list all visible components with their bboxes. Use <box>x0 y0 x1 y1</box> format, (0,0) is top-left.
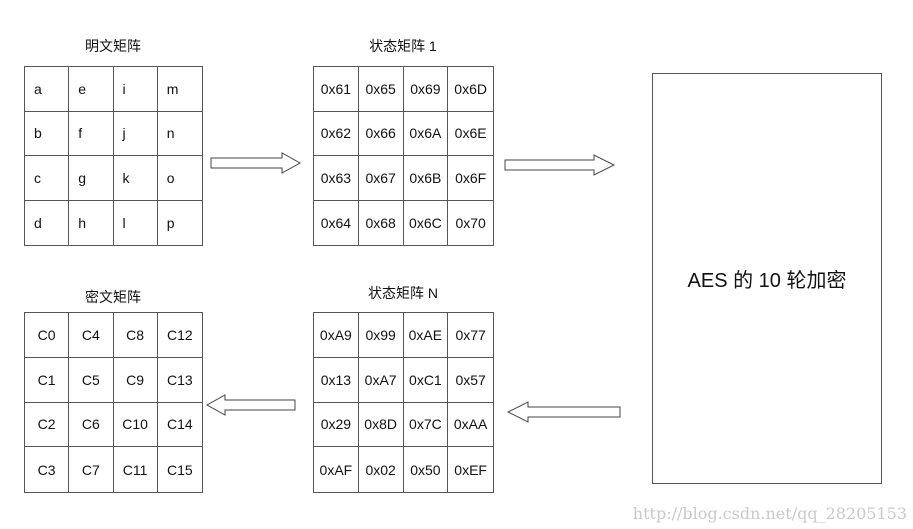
plaintext-cell: l <box>114 200 158 245</box>
state1-cell: 0x70 <box>455 214 486 231</box>
ciphertext-cell: C10 <box>113 402 158 448</box>
state1-cell: 0x66 <box>358 111 404 156</box>
plaintext-cell: n <box>157 112 202 156</box>
plaintext-cell: d <box>25 200 70 245</box>
stateN-cell: 0x8D <box>358 402 404 448</box>
ciphertext-matrix-title: 密文矩阵 <box>85 289 141 305</box>
ciphertext-cell: C14 <box>157 403 202 448</box>
stateN-cell: 0xAE <box>403 313 449 358</box>
state1-cell: 0x68 <box>359 200 404 245</box>
ciphertext-cell: C7 <box>69 447 114 492</box>
state1-cell: 0x64 <box>314 200 359 245</box>
ciphertext-cell: C2 <box>25 402 70 448</box>
state1-matrix-title: 状态矩阵 1 <box>369 38 437 54</box>
plaintext-cell: k <box>113 156 158 201</box>
state1-cell: 0x69 <box>403 67 449 112</box>
state1-cell: 0x6F <box>448 156 493 201</box>
ciphertext-cell: C4 <box>69 313 114 358</box>
state1-cell: 0x62 <box>314 111 359 156</box>
aes-rounds-label: AES 的 10 轮加密 <box>687 270 847 292</box>
ciphertext-cell: C11 <box>114 447 158 492</box>
plaintext-cell: p <box>166 214 175 231</box>
arrow-plaintext-to-state1 <box>210 152 302 174</box>
arrow-aes-to-stateN <box>506 401 621 423</box>
stateN-cell: 0xEF <box>454 461 487 478</box>
state1-cell: 0x6E <box>448 112 493 156</box>
stateN-cell: 0xA7 <box>358 357 404 403</box>
ciphertext-cell: C1 <box>25 357 70 403</box>
stateN-cell: 0xA9 <box>314 313 359 358</box>
state1-cell: 0x63 <box>314 156 359 201</box>
ciphertext-cell: C3 <box>25 447 70 492</box>
state1-cell: 0x67 <box>358 156 404 201</box>
stateN-cell: 0x77 <box>448 313 493 358</box>
stateN-cell: 0x7C <box>403 402 449 448</box>
plaintext-cell: m <box>157 67 202 112</box>
stateN-cell: 0xAF <box>314 447 359 492</box>
plaintext-cell: i <box>113 67 158 112</box>
state1-cell: 0x65 <box>358 67 404 112</box>
ciphertext-cell: C0 <box>25 313 70 358</box>
stateN-cell: 0x57 <box>448 358 493 403</box>
state1-cell: 0x6D <box>448 67 493 112</box>
stateN-cell: 0x99 <box>358 313 404 358</box>
plaintext-cell: a <box>25 67 70 112</box>
ciphertext-cell: C9 <box>113 357 158 403</box>
state1-cell: 0x6A <box>403 111 449 156</box>
plaintext-cell: g <box>69 156 114 201</box>
arrow-state1-to-aes <box>504 154 616 176</box>
ciphertext-cell: C12 <box>157 313 202 358</box>
arrow-stateN-to-ciphertext <box>205 394 296 416</box>
plaintext-matrix-title: 明文矩阵 <box>85 38 141 54</box>
plaintext-cell: h <box>69 200 114 245</box>
plaintext-cell: j <box>113 111 158 156</box>
plaintext-cell: o <box>157 156 202 201</box>
ciphertext-cell: C15 <box>167 461 193 478</box>
aes-rounds-box: AES 的 10 轮加密 <box>652 73 882 484</box>
stateN-cell: 0x50 <box>404 447 449 492</box>
plaintext-cell: f <box>69 111 114 156</box>
stateN-cell: 0x13 <box>314 357 359 403</box>
ciphertext-cell: C5 <box>69 357 114 403</box>
ciphertext-cell: C6 <box>69 402 114 448</box>
state1-cell: 0x6C <box>404 200 449 245</box>
ciphertext-cell: C13 <box>157 358 202 403</box>
stateN-cell: 0x02 <box>359 447 404 492</box>
watermark-url: http://blog.csdn.net/qq_28205153 <box>632 504 907 523</box>
ciphertext-cell: C8 <box>113 313 158 358</box>
stateN-cell: 0x29 <box>314 402 359 448</box>
stateN-matrix-title: 状态矩阵 N <box>368 285 438 301</box>
plaintext-cell: c <box>25 156 70 201</box>
state1-cell: 0x61 <box>314 67 359 112</box>
stateN-cell: 0xC1 <box>403 357 449 403</box>
state1-cell: 0x6B <box>403 156 449 201</box>
plaintext-cell: b <box>25 111 70 156</box>
stateN-cell: 0xAA <box>448 403 493 448</box>
plaintext-cell: e <box>69 67 114 112</box>
